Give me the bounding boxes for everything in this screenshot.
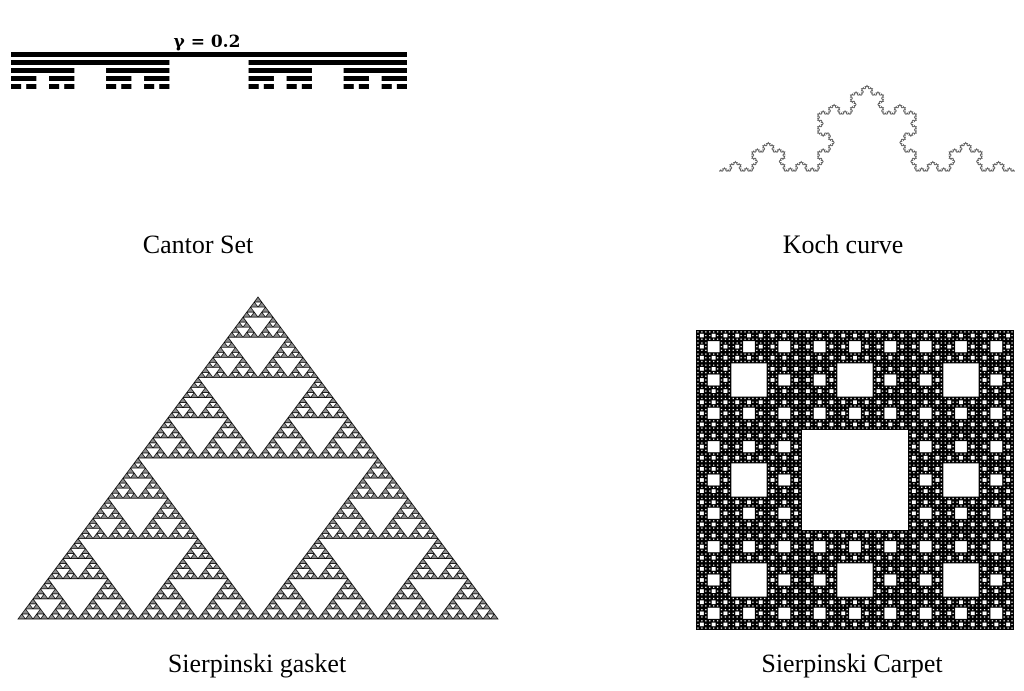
sierpinski-gasket-figure — [16, 295, 500, 621]
cantor-gamma-label: γ = 0.2 — [174, 34, 241, 51]
koch-curve-path — [719, 86, 1015, 171]
cantor-segment — [249, 60, 407, 65]
sierpinski-gasket-drawing — [16, 295, 500, 621]
cantor-segment — [106, 76, 131, 81]
sierpinski-carpet-drawing — [696, 330, 1014, 630]
cantor-segment — [11, 76, 36, 81]
cantor-segment — [287, 76, 312, 81]
sierpinski-carpet-caption: Sierpinski Carpet — [761, 651, 942, 677]
cantor-segment — [302, 84, 312, 89]
cantor-segment — [344, 76, 369, 81]
sierpinski-carpet-figure — [696, 330, 1014, 630]
koch-curve-figure — [715, 5, 1020, 177]
cantor-segment — [49, 84, 59, 89]
cantor-segment — [106, 84, 116, 89]
cantor-segment — [49, 76, 74, 81]
carpet-holes — [697, 331, 1012, 629]
cantor-segment — [144, 84, 154, 89]
cantor-segment — [159, 84, 169, 89]
cantor-segment — [121, 84, 131, 89]
cantor-segment — [382, 84, 392, 89]
cantor-segment — [249, 68, 312, 73]
cantor-segment — [11, 52, 407, 57]
cantor-set-caption: Cantor Set — [143, 232, 254, 258]
cantor-segment — [11, 84, 21, 89]
cantor-segment — [249, 84, 259, 89]
cantor-set-figure: γ = 0.2 — [10, 28, 410, 120]
koch-curve-drawing — [715, 5, 1020, 177]
cantor-segment — [106, 68, 169, 73]
cantor-segment — [144, 76, 169, 81]
sierpinski-gasket-caption: Sierpinski gasket — [168, 651, 346, 677]
cantor-segment — [11, 68, 74, 73]
cantor-segment — [344, 84, 354, 89]
cantor-segment — [249, 76, 274, 81]
cantor-segment — [344, 68, 407, 73]
cantor-segment — [382, 76, 407, 81]
cantor-segment — [26, 84, 36, 89]
cantor-segment — [64, 84, 74, 89]
cantor-segment — [397, 84, 407, 89]
koch-curve-caption: Koch curve — [783, 232, 904, 258]
cantor-segment — [287, 84, 297, 89]
cantor-segment — [264, 84, 274, 89]
cantor-segment — [359, 84, 369, 89]
sierpinski-gasket-path — [18, 297, 498, 619]
cantor-segment — [11, 60, 169, 65]
